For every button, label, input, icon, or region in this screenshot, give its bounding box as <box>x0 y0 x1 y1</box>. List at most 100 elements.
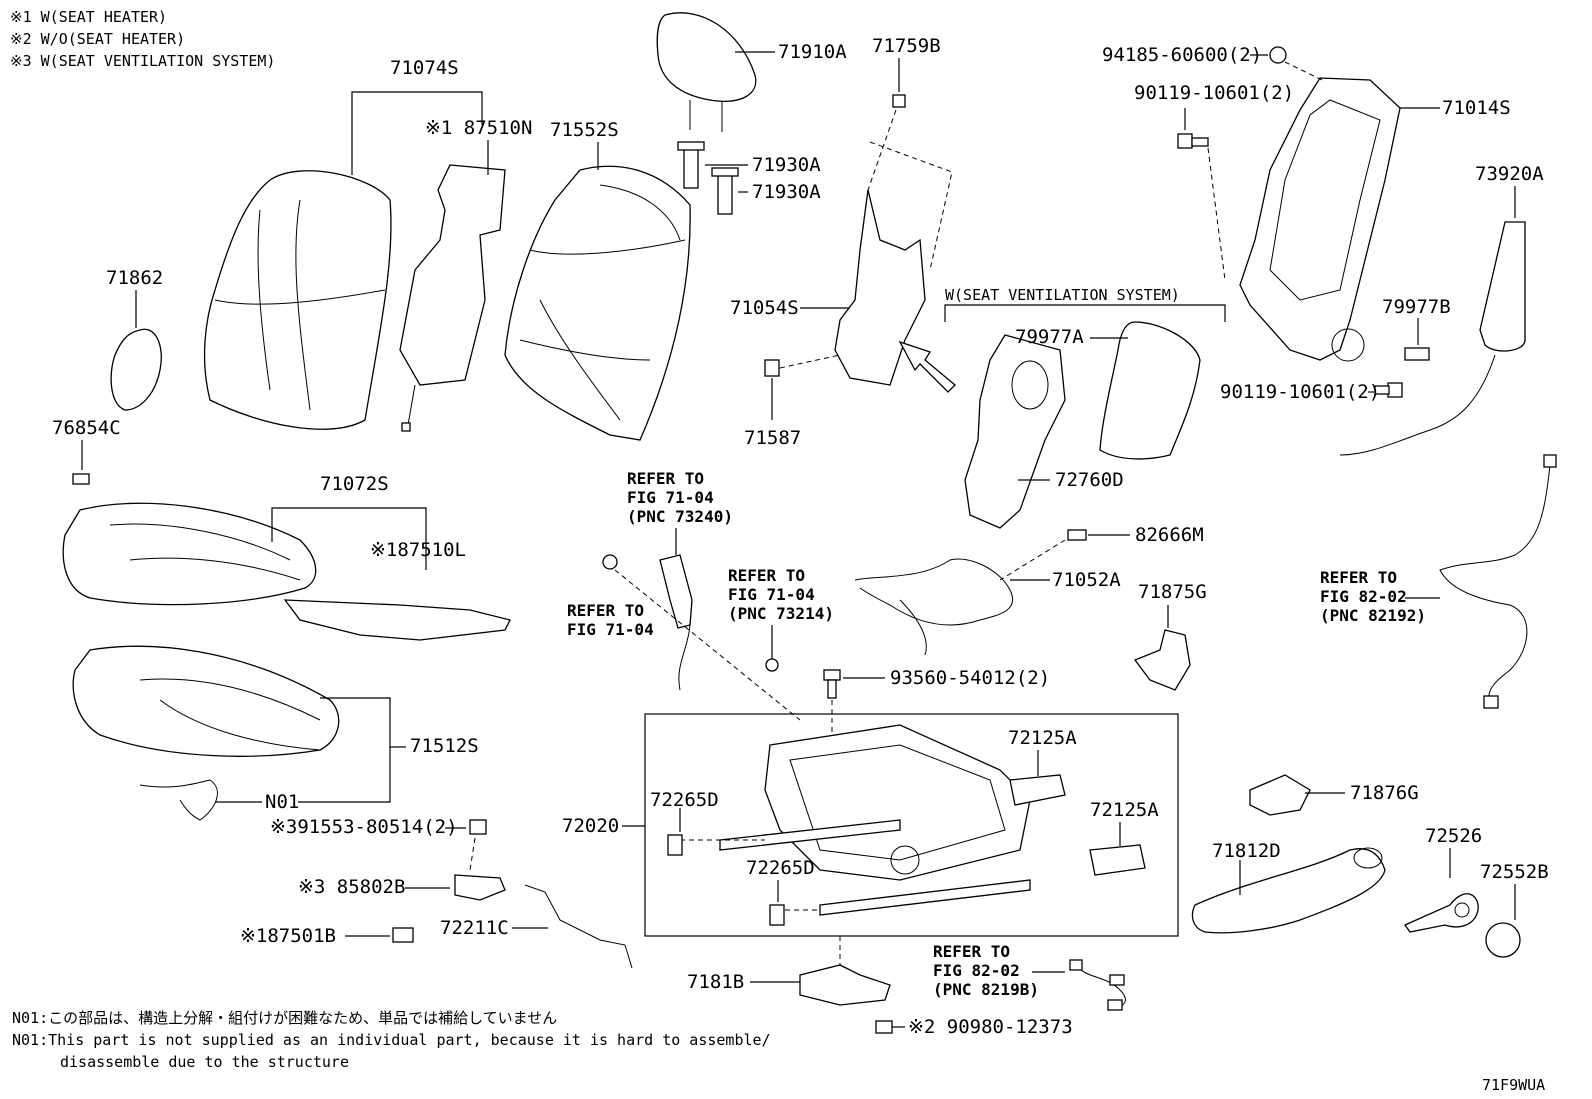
label-73920A: 73920A <box>1475 163 1544 185</box>
label-71014S: 71014S <box>1442 97 1511 119</box>
label-90119-10601-top: 90119-10601(2) <box>1134 82 1294 104</box>
nut-94185-illustration: 94185-60600(2) <box>1102 44 1323 81</box>
refer-line: REFER TO <box>728 566 805 585</box>
footer-note-japanese: N01:この部品は、構造上分解・組付けが困難なため、単品では補給していません <box>12 1009 557 1027</box>
diagram-code: 71F9WUA <box>1482 1076 1545 1094</box>
cushion-heater-illustration <box>283 599 511 641</box>
wiring-N01-illustration: N01 <box>139 779 299 821</box>
seatback-pad-illustration <box>504 165 691 441</box>
connector-82666M-illustration: 82666M <box>999 524 1204 581</box>
label-72211C: 72211C <box>440 917 509 939</box>
cover-72125A-1-illustration: 72125A <box>1008 727 1077 806</box>
harness-71052A-illustration: 71052A <box>854 558 1121 656</box>
footer-notes: N01:この部品は、構造上分解・組付けが困難なため、単品では補給していません N… <box>12 1009 1545 1094</box>
connector-90980-illustration: ※2 90980-12373 <box>875 1016 1073 1038</box>
refer-fig-71-04-pnc-73240: REFER TO FIG 71-04 (PNC 73240) <box>627 469 733 555</box>
note-seat-ventilation: ※3 W(SEAT VENTILATION SYSTEM) <box>10 52 275 70</box>
knob-72526-illustration: 72526 <box>1404 825 1482 933</box>
bolt-90119-bottom-illustration: 90119-10601(2) <box>1220 381 1403 403</box>
label-71875G: 71875G <box>1138 581 1207 603</box>
seatback-frame-illustration <box>1239 77 1401 362</box>
actuator-73920A-illustration: 73920A <box>1339 163 1544 456</box>
refer-line: REFER TO <box>1320 568 1397 587</box>
seat-track-illustration <box>680 724 1031 916</box>
sensor-79977B-illustration: 79977B <box>1382 296 1451 361</box>
fan-85802B-illustration: ※3 85802B <box>298 874 506 901</box>
label-93560-54012: 93560-54012(2) <box>890 667 1050 689</box>
refer-pnc: (PNC 73240) <box>627 507 733 526</box>
clip-71587-illustration: 71587 <box>744 359 801 449</box>
label-N01: N01 <box>265 791 299 813</box>
callout-71054S: 71054S <box>730 297 850 319</box>
refer-line: REFER TO <box>933 942 1010 961</box>
seatbelt-buckle-illustration <box>659 554 693 691</box>
headrest-illustration <box>656 12 757 132</box>
cap-72552B-illustration: 72552B <box>1480 861 1549 958</box>
cover-72125A-2-illustration: 72125A <box>1089 799 1159 876</box>
label-79977A: 79977A <box>1015 326 1084 348</box>
callout-71512S: 71512S <box>298 697 479 803</box>
callout-71910A: 71910A <box>735 41 847 63</box>
clip-71759B-illustration: 71759B <box>867 35 941 191</box>
label-71910A: 71910A <box>778 41 847 63</box>
callout-71930A-2: 71930A <box>738 181 821 203</box>
refer-line: REFER TO <box>627 469 704 488</box>
callout-79977A: 79977A <box>1015 326 1128 348</box>
refer-pnc: (PNC 8219B) <box>933 980 1039 999</box>
label-72125A-2: 72125A <box>1090 799 1159 821</box>
refer-fig-82-02-pnc-82192: REFER TO FIG 82-02 (PNC 82192) <box>1320 568 1440 625</box>
label-91553-80514: ※391553-80514(2) <box>270 816 458 838</box>
label-72125A-1: 72125A <box>1008 727 1077 749</box>
label-87501B: ※187501B <box>240 925 336 947</box>
screw-91553-illustration: ※391553-80514(2) <box>270 816 487 871</box>
ventilation-group-label: W(SEAT VENTILATION SYSTEM) <box>945 286 1180 304</box>
label-71054S: 71054S <box>730 297 799 319</box>
label-7181B: 7181B <box>687 971 744 993</box>
clip-72265D-2-illustration: 72265D <box>746 857 815 926</box>
bracket-7181B-illustration: 7181B <box>687 936 891 1006</box>
label-71512S: 71512S <box>410 735 479 757</box>
clip-72265D-1-illustration: 72265D <box>650 789 719 856</box>
label-76854C: 76854C <box>52 417 121 439</box>
label-71072S: 71072S <box>320 473 389 495</box>
label-87510L: ※187510L <box>370 539 466 561</box>
label-94185-60600: 94185-60600(2) <box>1102 44 1262 66</box>
note-seat-heater: ※1 W(SEAT HEATER) <box>10 8 167 26</box>
label-72265D-1: 72265D <box>650 789 719 811</box>
seatback-heater-illustration <box>399 164 506 432</box>
callout-71552S: 71552S <box>550 119 619 170</box>
notes: ※1 W(SEAT HEATER) ※2 W/O(SEAT HEATER) ※3… <box>10 8 275 70</box>
label-72265D-2: 72265D <box>746 857 815 879</box>
refer-fig: FIG 82-02 <box>933 961 1020 980</box>
label-71552S: 71552S <box>550 119 619 141</box>
seat-track-box: 72020 <box>562 713 1179 937</box>
callout-72760D: 72760D <box>1018 469 1124 491</box>
label-90119-10601-bottom: 90119-10601(2) <box>1220 381 1380 403</box>
bolt-93560-illustration: 93560-54012(2) <box>823 667 1050 785</box>
label-72020: 72020 <box>562 815 619 837</box>
label-71074S: 71074S <box>390 57 459 79</box>
note-without-seat-heater: ※2 W/O(SEAT HEATER) <box>10 30 185 48</box>
ventilation-plate-illustration <box>964 334 1066 529</box>
refer-pnc: (PNC 82192) <box>1320 606 1426 625</box>
refer-fig: FIG 71-04 <box>728 585 815 604</box>
seatback-cover-illustration <box>203 170 392 430</box>
refer-line: REFER TO <box>567 601 644 620</box>
bolt-90119-top-illustration: 90119-10601(2) <box>1134 82 1294 281</box>
label-71587: 71587 <box>744 427 801 449</box>
label-71812D: 71812D <box>1212 840 1281 862</box>
label-71759B: 71759B <box>872 35 941 57</box>
footer-note-english-line1: N01:This part is not supplied as an indi… <box>12 1031 771 1049</box>
label-71862: 71862 <box>106 267 163 289</box>
callout-87510N: ※1 87510N <box>425 117 532 175</box>
label-82666M: 82666M <box>1135 524 1204 546</box>
callout-71930A-1: 71930A <box>705 154 821 176</box>
connector-87501B-illustration: ※187501B <box>240 925 414 947</box>
harness-82192-illustration <box>1439 454 1557 709</box>
clip-76854C-illustration: 76854C <box>52 417 121 485</box>
harness-8219B-illustration <box>1069 959 1126 1011</box>
refer-fig: FIG 71-04 <box>627 488 714 507</box>
callout-71074S: 71074S <box>351 57 483 175</box>
label-71930A-2: 71930A <box>752 181 821 203</box>
